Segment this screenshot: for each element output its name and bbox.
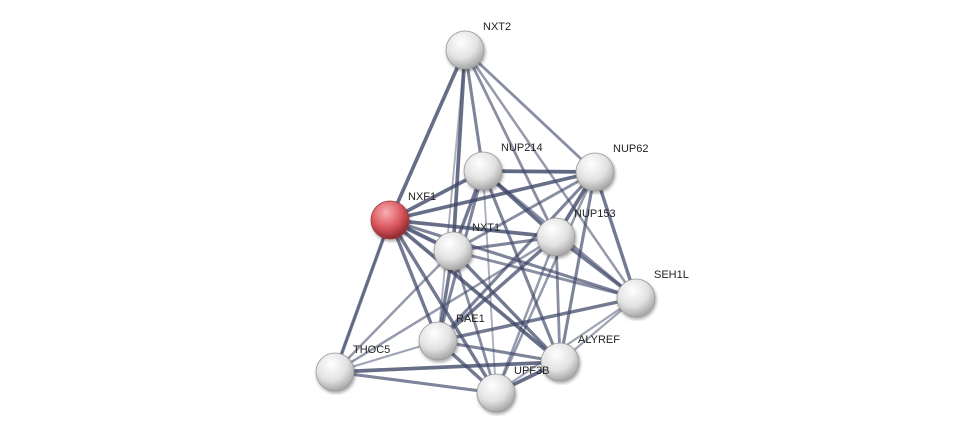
edge-nxt1-thoc5: [334, 250, 454, 373]
edge-nxt2-nxf1: [388, 49, 467, 221]
node-rae1[interactable]: RAE1: [418, 313, 485, 361]
node-label: SEH1L: [654, 269, 689, 281]
node-nup153[interactable]: NUP153: [536, 208, 616, 257]
node-nup62[interactable]: NUP62: [575, 143, 648, 192]
node-circle[interactable]: [463, 151, 503, 191]
node-label: NXT1: [472, 222, 500, 234]
node-circle[interactable]: [575, 152, 615, 192]
node-upf3b[interactable]: UPF3B: [476, 365, 549, 413]
edge-nxf1-nup153: [389, 218, 557, 239]
edge-seh1l-rae1: [437, 296, 637, 343]
node-seh1l[interactable]: SEH1L: [616, 269, 689, 318]
node-nxt2[interactable]: NXT2: [445, 21, 511, 70]
node-label: NUP214: [501, 142, 543, 154]
edge-rae1-alyref: [437, 339, 561, 364]
node-nup214[interactable]: NUP214: [463, 142, 543, 191]
edge-nxt2-rae1: [437, 49, 466, 342]
edge-nup153-alyref: [554, 236, 562, 363]
edge-alyref-thoc5: [334, 360, 561, 374]
node-nxf1[interactable]: NXF1: [370, 191, 436, 240]
edge-nxf1-rae1: [388, 219, 440, 342]
edge-thoc5-nxf1: [334, 219, 391, 373]
node-label: NXF1: [408, 191, 436, 203]
edge-nxt1-upf3b: [451, 250, 498, 394]
node-circle[interactable]: [370, 200, 410, 240]
edge-nup62-rae1: [436, 170, 597, 343]
node-circle[interactable]: [540, 342, 580, 382]
edge-nxt1-alyref: [451, 249, 562, 364]
edge-nup62-alyref: [558, 171, 597, 363]
edge-nxt2-nup153: [463, 49, 558, 238]
edge-nup62-seh1l: [593, 171, 638, 299]
edge-nxt2-nup62: [464, 48, 596, 174]
node-circle[interactable]: [476, 373, 516, 413]
node-label: THOC5: [353, 344, 390, 356]
node-label: NUP153: [574, 208, 616, 220]
edge-nup153-upf3b: [494, 236, 558, 394]
edge-nup214-upf3b: [482, 170, 497, 394]
node-thoc5[interactable]: THOC5: [315, 344, 390, 392]
node-label: UPF3B: [514, 365, 549, 377]
edge-thoc5-upf3b: [334, 370, 497, 395]
edge-nxt1-seh1l: [452, 249, 637, 300]
node-circle[interactable]: [315, 352, 355, 392]
node-label: RAE1: [456, 313, 485, 325]
edge-nup62-nxt1: [452, 170, 596, 253]
node-label: ALYREF: [578, 334, 620, 346]
node-label: NXT2: [483, 21, 511, 33]
node-circle[interactable]: [536, 217, 576, 257]
node-circle[interactable]: [433, 231, 473, 271]
edge-nxf1-thoc5: [333, 219, 392, 373]
node-circle[interactable]: [445, 30, 485, 70]
node-circle[interactable]: [616, 278, 656, 318]
edge-nup153-rae1: [436, 235, 558, 343]
edge-nup62-upf3b: [494, 171, 597, 394]
node-alyref[interactable]: ALYREF: [540, 334, 620, 382]
node-circle[interactable]: [418, 321, 458, 361]
edge-nxf1-alyref: [388, 218, 562, 364]
node-nxt1[interactable]: NXT1: [433, 222, 500, 271]
edge-nxt2-nup214: [463, 49, 485, 172]
edges-layer: [333, 48, 638, 395]
node-label: NUP62: [613, 143, 648, 155]
edge-nxt2-nxt1: [451, 49, 467, 252]
edge-nxt2-seh1l: [463, 49, 638, 299]
